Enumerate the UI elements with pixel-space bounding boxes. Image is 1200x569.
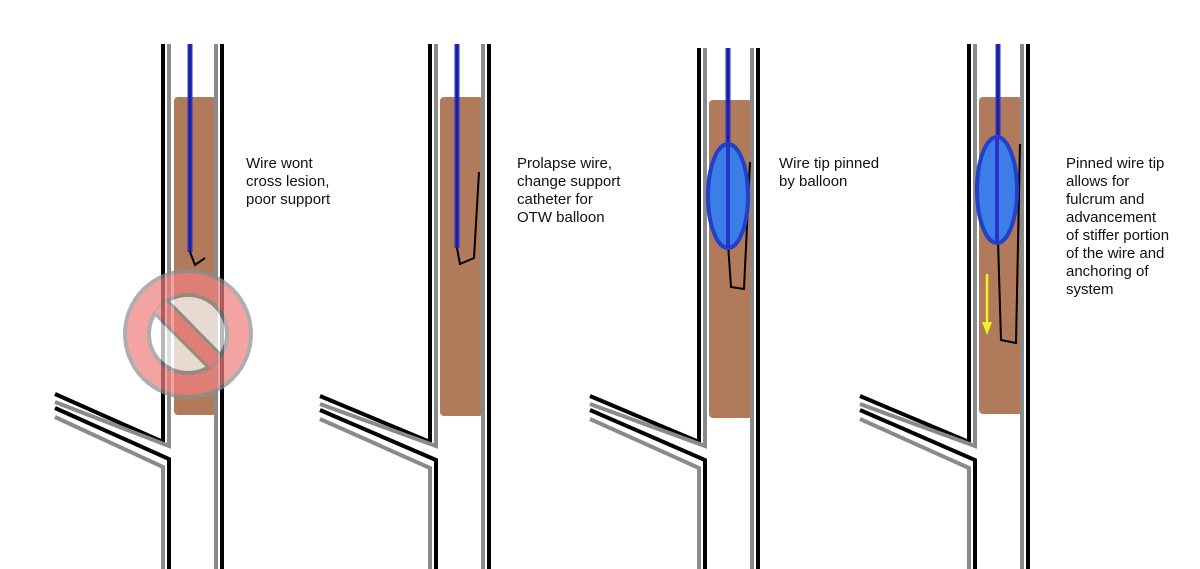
caption-panel-1: Wire wont cross lesion, poor support bbox=[246, 155, 331, 208]
panel-2 bbox=[319, 44, 491, 569]
panel-4 bbox=[859, 44, 1030, 569]
vessel-wall-left bbox=[54, 44, 171, 569]
caption-panel-2: Prolapse wire, change support catheter f… bbox=[517, 155, 621, 226]
vessel-wall-left bbox=[859, 44, 977, 569]
balloon-icon bbox=[975, 135, 1019, 245]
panel-1 bbox=[54, 44, 253, 569]
vessel-wall-right bbox=[750, 48, 760, 569]
caption-panel-3: Wire tip pinned by balloon bbox=[779, 155, 880, 190]
guide-wire bbox=[187, 44, 206, 267]
guide-wire bbox=[454, 44, 480, 266]
vessel-wall-left bbox=[319, 44, 438, 569]
balloon-icon bbox=[706, 142, 750, 250]
caption-panel-4: Pinned wire tip allows for fulcrum and a… bbox=[1066, 155, 1170, 298]
vessel-wall-right bbox=[481, 44, 491, 569]
lesion bbox=[440, 97, 483, 416]
prohibited-icon bbox=[123, 269, 253, 399]
down-arrow-icon bbox=[982, 274, 992, 335]
vessel-wall-left bbox=[589, 48, 707, 569]
panel-3 bbox=[589, 48, 760, 569]
vessel-wall-right bbox=[1020, 44, 1030, 569]
